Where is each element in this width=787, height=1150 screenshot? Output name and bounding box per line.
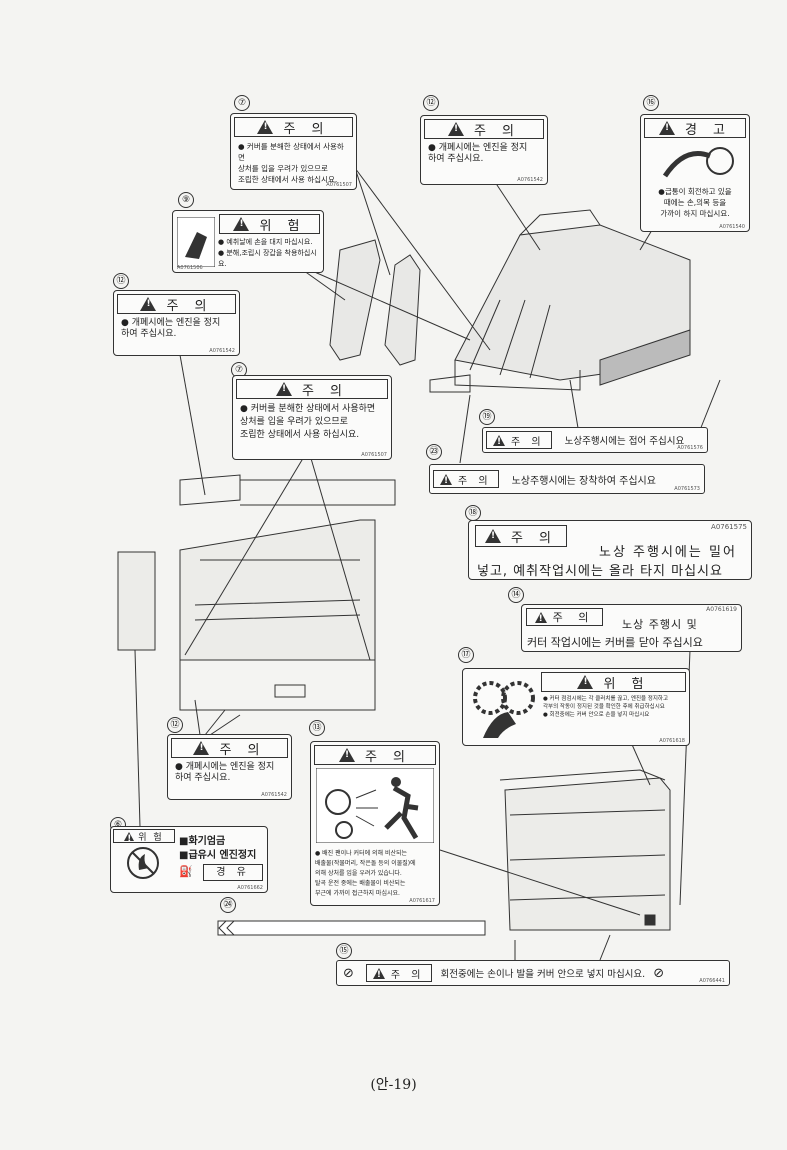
callout-17: ⑰ (458, 647, 474, 663)
label-text-line2: 넣고, 예취작업시에는 올라 타지 마십시요 (477, 564, 723, 579)
caution-header: 주 의 (433, 470, 499, 488)
callout-18: ⑱ (465, 505, 481, 521)
label-text-line2: 커터 작업시에는 커버를 닫아 주십시요 (527, 636, 703, 649)
caution-header: 주 의 (365, 964, 432, 982)
hand-blade-hazard-icon (177, 217, 215, 267)
warning-triangle-icon (140, 297, 157, 311)
danger-header: 위 험 (541, 672, 686, 692)
gear-entanglement-hazard-icon (473, 681, 535, 738)
callout-12c: ⑫ (167, 717, 183, 733)
warning-triangle-icon (338, 748, 355, 762)
warning-header: 경 고 (644, 118, 746, 138)
caution-header: 주 의 (171, 738, 288, 758)
warning-triangle-icon (534, 611, 547, 624)
caution-header: 주 의 (424, 119, 544, 139)
caution-header: 주 의 (234, 117, 353, 137)
danger-header: 위 험 (219, 214, 320, 234)
page-number: (안-19) (370, 1077, 417, 1093)
callout-19: ⑲ (479, 409, 495, 425)
danger-label-6: 위 험 ■화기엄금 ■급유시 엔진정지 경 유 ⛽ A0761662 (110, 826, 268, 893)
label-text-line1: 노상 주행시 및 (622, 618, 698, 631)
caution-header: 주 의 (314, 745, 436, 765)
callout-12b: ⑫ (113, 273, 129, 289)
warning-triangle-icon (124, 831, 135, 844)
warning-triangle-icon (257, 120, 274, 134)
callout-24: ㉔ (220, 897, 236, 913)
callout-7a: ⑦ (234, 95, 250, 111)
caution-label-23: 주 의 노상주행시에는 장착하여 주십시요 A0761573 (429, 464, 705, 494)
warning-triangle-icon (658, 121, 675, 135)
warning-triangle-icon (493, 434, 505, 447)
danger-label-9: 위 험 ● 예취날에 손을 대지 마십시요.● 분해,조립시 장갑을 착용하십시… (172, 210, 324, 273)
callout-23: ㉓ (426, 444, 442, 460)
caution-header: 주 의 (486, 431, 552, 449)
engine-stop-text: ■급유시 엔진정지 (179, 850, 257, 861)
flying-debris-hazard-icon (315, 767, 435, 844)
caution-label-19: 주 의 노상주행시에는 접어 주십시요 A0761576 (482, 427, 708, 453)
callout-15: ⑮ (336, 943, 352, 959)
callout-14: ⑭ (508, 587, 524, 603)
callout-16: ⑯ (643, 95, 659, 111)
warning-triangle-icon (275, 382, 292, 396)
callout-9: ⑨ (178, 192, 194, 208)
caution-label-14: A0761619 주 의 노상 주행시 및 커터 작업시에는 커버를 닫아 주십… (521, 604, 742, 652)
fuel-pump-icon: ⛽ (179, 865, 193, 878)
diesel-fuel-badge: 경 유 (203, 864, 263, 881)
danger-header: 위 험 (113, 829, 175, 844)
caution-header: 주 의 (475, 525, 567, 547)
caution-label-15: ⊘ 주 의 회전중에는 손이나 발을 커버 안으로 넣지 마십시요. ⊘ A07… (336, 960, 730, 986)
caution-header: 주 의 (117, 294, 236, 314)
warning-triangle-icon (372, 967, 385, 980)
no-fire-text: ■화기엄금 (179, 836, 226, 847)
warning-triangle-icon (447, 122, 464, 136)
label-text: ● 예취날에 손을 대지 마십시요.● 분해,조립시 장갑을 착용하십시요. (218, 238, 317, 268)
no-hand-icon-right: ⊘ (653, 965, 665, 981)
caution-label-18: A0761575 주 의 노상 주행시에는 밀어 넣고, 예취작업시에는 올라 … (468, 520, 752, 580)
warning-triangle-icon (233, 217, 250, 231)
warning-triangle-icon (193, 741, 210, 755)
rotating-drum-hazard-icon (662, 147, 734, 178)
label-text-line1: 노상 주행시에는 밀어 (599, 545, 737, 560)
warning-triangle-icon (440, 473, 452, 486)
warning-triangle-icon (577, 675, 594, 689)
caution-header: 주 의 (526, 608, 603, 626)
warning-triangle-icon (484, 529, 501, 543)
callout-12a: ⑫ (423, 95, 439, 111)
caution-header: 주 의 (236, 379, 388, 399)
callout-13: ⑬ (309, 720, 325, 736)
no-fire-icon (127, 847, 159, 879)
no-hand-icon: ⊘ (343, 965, 354, 981)
